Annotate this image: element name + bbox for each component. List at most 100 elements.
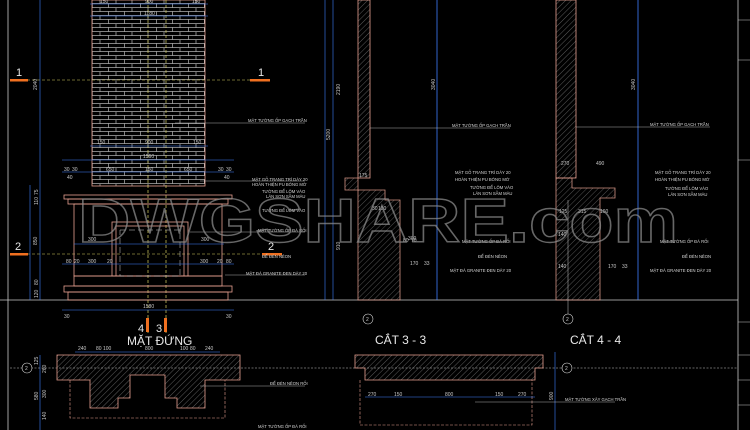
- dim-label: 80: [34, 279, 40, 285]
- dim-label: 120: [34, 289, 40, 298]
- dim-label: 125: [34, 356, 40, 365]
- dim-label: 150: [193, 140, 202, 146]
- note-recess: TƯỜNG ĐỂ LÕM VÀO: [470, 185, 514, 190]
- dim-label: 140: [42, 411, 48, 420]
- dim-label: 140: [558, 232, 567, 238]
- note-brick: MẶT TƯỜNG ỐP GẠCH TRẦN: [452, 123, 511, 128]
- section-4-4: MẶT TƯỜNG ỐP GẠCH TRẦN MẶT GỖ TRANG TRÍ …: [555, 0, 712, 347]
- watermark: DWGSHARE.com: [78, 187, 678, 256]
- dim-label: 30: [226, 314, 232, 320]
- dim-label: 30: [72, 167, 78, 173]
- note-brick-wall: MẶT TƯỜNG XÂY GẠCH TRẦN: [565, 397, 626, 402]
- dim-label: 100: [103, 346, 112, 352]
- note-stone: MẶT TƯỜNG ỐP ĐÁ RỐI: [660, 239, 709, 244]
- section-mark-label: 1: [258, 67, 264, 79]
- elevation-view: 150 900 150 1180 150 900 150 1560 30 30 …: [10, 0, 308, 348]
- elevation-title: MẶT ĐỨNG: [127, 333, 192, 348]
- dim-label: 150: [145, 167, 154, 173]
- dim-label: 30: [218, 167, 224, 173]
- dim-label: 910: [336, 241, 342, 250]
- note-brick: MẶT TƯỜNG ỐP GẠCH TRẦN: [248, 118, 307, 123]
- dim-label: 260: [42, 364, 48, 373]
- dim-label: 900: [145, 0, 154, 5]
- dim-label: 300: [200, 259, 209, 265]
- dim-label: 270: [518, 392, 527, 398]
- dim-label: 20: [74, 259, 80, 265]
- dim-label: 33: [424, 261, 430, 267]
- plan-view: 2 2 240 80 100 800 100 80 240 125 260 30…: [10, 346, 738, 430]
- dim-label: 1560: [143, 154, 154, 160]
- dim-label: 300: [88, 237, 97, 243]
- section-mark-label: 3: [156, 323, 162, 335]
- dim-label: 40: [224, 175, 230, 181]
- dim-label: 150: [97, 140, 106, 146]
- dim-label: 30: [226, 167, 232, 173]
- dim-label: 650: [106, 167, 115, 173]
- dim-label: 75: [34, 189, 40, 195]
- dim-label: 300: [201, 237, 210, 243]
- dim-label: 270: [368, 392, 377, 398]
- dim-label: 170: [608, 264, 617, 270]
- dim-label: 150: [100, 0, 109, 5]
- section-mark-label: 4: [138, 323, 144, 335]
- note-pu: HOÀN THIỆN PU BÓNG MỜ: [455, 177, 510, 182]
- dim-label: 30: [64, 167, 70, 173]
- note-wood: MẶT GỖ TRANG TRÍ DÀY 20: [655, 170, 711, 175]
- dim-label: 80: [190, 346, 196, 352]
- dim-label: 3040: [431, 79, 437, 90]
- dim-label: 5200: [326, 129, 332, 140]
- note-granite: MẶT ĐÁ GRANITE ĐEN DÀY 20: [246, 271, 308, 276]
- dim-label: 110: [34, 197, 40, 205]
- dim-label: 20: [217, 259, 223, 265]
- title-block: [738, 19, 750, 406]
- dim-label: 130: [378, 206, 387, 212]
- note-stone: MẶT TƯỜNG ỐP ĐÁ RỐI: [258, 228, 307, 233]
- note-brick: MẶT TƯỜNG ỐP GẠCH TRẦN: [650, 122, 709, 127]
- dim-label: 30: [64, 314, 70, 320]
- dim-label: 33: [622, 264, 628, 270]
- dim-label: 2190: [336, 84, 342, 95]
- dim-label: 150: [495, 392, 504, 398]
- note-recess: TƯỜNG ĐỂ LÕM VÀO: [262, 189, 306, 194]
- dim-label: 80: [403, 238, 409, 244]
- note-pu: HOÀN THIỆN PU BÓNG MỜ: [655, 177, 710, 182]
- note-neon-plan: ĐỂ ĐÈN NÊON RỐI: [270, 381, 308, 386]
- note-recess: TƯỜNG ĐỂ LÕM VÀO: [665, 186, 709, 191]
- dim-label: 2040: [33, 79, 39, 90]
- note-wood: MẶT GỖ TRANG TRÍ DÀY 20: [455, 170, 511, 175]
- section-mark-label: 2: [15, 241, 21, 253]
- section-4-title: CẮT 4 - 4: [570, 332, 621, 347]
- dim-label: 580: [34, 391, 40, 400]
- dim-label: 800: [445, 392, 454, 398]
- dim-label: 490: [596, 161, 605, 167]
- dim-label: 270: [561, 161, 570, 167]
- grid-mark: 2: [566, 317, 569, 323]
- dim-label: 80: [96, 346, 102, 352]
- dim-label: 175: [359, 173, 368, 179]
- dim-label: 125: [559, 209, 568, 215]
- note-granite: MẶT ĐÁ GRANITE ĐEN DÀY 20: [450, 268, 512, 273]
- note-granite: MẶT ĐÁ GRANITE ĐEN DÀY 20: [650, 268, 712, 273]
- dim-label: 315: [578, 209, 587, 215]
- dim-label: 3040: [631, 79, 637, 90]
- grid-mark: 2: [565, 366, 568, 372]
- dim-label: 30: [372, 206, 378, 212]
- dim-label: 900: [549, 391, 555, 400]
- dim-label: 20: [107, 259, 113, 265]
- dim-label: 150: [192, 0, 201, 5]
- dim-label: 70: [411, 238, 417, 244]
- note-stone: MẶT TƯỜNG ỐP ĐÁ RỐI: [258, 424, 307, 429]
- section-3-3: MẶT TƯỜNG ỐP GẠCH TRẦN MẶT GỖ TRANG TRÍ …: [324, 0, 514, 347]
- dim-label: 1580: [143, 304, 154, 310]
- dim-label: 850: [33, 236, 39, 245]
- dim-label: 800: [145, 346, 154, 352]
- dim-label: 160: [600, 209, 609, 215]
- dim-label: 150: [394, 392, 403, 398]
- elevation-dimensions: 150 900 150 1180 150 900 150 1560 30 30 …: [33, 0, 232, 320]
- note-wood: MẶT GỖ TRANG TRÍ DÀY 20: [252, 177, 308, 182]
- dim-label: 300: [42, 389, 48, 398]
- grid-mark: 2: [25, 366, 28, 372]
- note-neon: ĐỂ ĐÈN NÊON: [478, 254, 507, 259]
- dim-label: 240: [205, 346, 214, 352]
